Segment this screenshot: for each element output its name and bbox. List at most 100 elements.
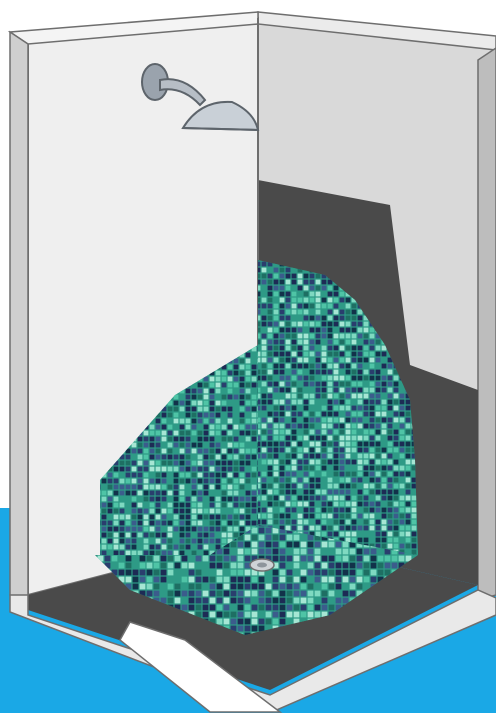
mosaic-tile — [350, 577, 356, 583]
mosaic-tile — [346, 304, 351, 309]
mosaic-tile — [382, 400, 387, 405]
mosaic-tile — [394, 520, 399, 525]
mosaic-tile — [162, 485, 167, 490]
mosaic-tile — [412, 490, 417, 495]
mosaic-tile — [162, 545, 167, 550]
mosaic-tile — [406, 430, 411, 435]
mosaic-tile — [156, 479, 161, 484]
mosaic-tile — [298, 346, 303, 351]
mosaic-tile — [138, 437, 143, 442]
mosaic-tile — [376, 424, 381, 429]
mosaic-tile — [162, 425, 167, 430]
mosaic-tile — [274, 382, 279, 387]
mosaic-tile — [394, 484, 399, 489]
mosaic-tile — [168, 527, 173, 532]
mosaic-tile — [280, 520, 285, 525]
mosaic-tile — [352, 526, 357, 531]
mosaic-tile — [346, 340, 351, 345]
mosaic-tile — [240, 455, 245, 460]
mosaic-tile — [266, 577, 272, 583]
mosaic-tile — [334, 478, 339, 483]
mosaic-tile — [322, 502, 327, 507]
mosaic-tile — [240, 497, 245, 502]
mosaic-tile — [310, 280, 315, 285]
mosaic-tile — [329, 605, 335, 611]
mosaic-tile — [334, 346, 339, 351]
mosaic-tile — [274, 370, 279, 375]
mosaic-tile — [406, 466, 411, 471]
mosaic-tile — [280, 556, 286, 562]
mosaic-tile — [406, 442, 411, 447]
mosaic-tile — [222, 371, 227, 376]
mosaic-tile — [286, 502, 291, 507]
mosaic-tile — [162, 509, 167, 514]
mosaic-tile — [268, 460, 273, 465]
mosaic-tile — [138, 449, 143, 454]
mosaic-tile — [203, 605, 209, 611]
mosaic-tile — [268, 334, 273, 339]
mosaic-tile — [336, 549, 342, 555]
mosaic-tile — [108, 479, 113, 484]
mosaic-tile — [322, 412, 327, 417]
mosaic-tile — [328, 292, 333, 297]
mosaic-tile — [162, 491, 167, 496]
mosaic-tile — [228, 449, 233, 454]
mosaic-tile — [370, 406, 375, 411]
mosaic-tile — [304, 412, 309, 417]
mosaic-tile — [292, 298, 297, 303]
mosaic-tile — [180, 431, 185, 436]
mosaic-tile — [216, 473, 221, 478]
mosaic-tile — [388, 496, 393, 501]
mosaic-tile — [132, 539, 137, 544]
mosaic-tile — [108, 551, 113, 556]
mosaic-tile — [286, 274, 291, 279]
mosaic-tile — [400, 442, 405, 447]
mosaic-tile — [400, 538, 405, 543]
mosaic-tile — [150, 551, 155, 556]
mosaic-tile — [216, 413, 221, 418]
mosaic-tile — [180, 533, 185, 538]
mosaic-tile — [287, 542, 293, 548]
mosaic-tile — [400, 478, 405, 483]
mosaic-tile — [240, 419, 245, 424]
mosaic-tile — [138, 491, 143, 496]
mosaic-tile — [340, 352, 345, 357]
mosaic-tile — [370, 358, 375, 363]
mosaic-tile — [268, 448, 273, 453]
mosaic-tile — [162, 497, 167, 502]
mosaic-tile — [370, 436, 375, 441]
mosaic-tile — [102, 485, 107, 490]
mosaic-tile — [174, 551, 179, 556]
mosaic-tile — [198, 407, 203, 412]
mosaic-tile — [102, 479, 107, 484]
mosaic-tile — [262, 502, 267, 507]
mosaic-tile — [161, 556, 167, 562]
mosaic-tile — [385, 563, 391, 569]
mosaic-tile — [162, 515, 167, 520]
mosaic-tile — [364, 460, 369, 465]
mosaic-tile — [292, 502, 297, 507]
mosaic-tile — [376, 394, 381, 399]
mosaic-tile — [238, 584, 244, 590]
mosaic-tile — [204, 521, 209, 526]
mosaic-tile — [234, 437, 239, 442]
mosaic-tile — [210, 431, 215, 436]
mosaic-tile — [340, 520, 345, 525]
mosaic-tile — [186, 401, 191, 406]
mosaic-tile — [204, 425, 209, 430]
mosaic-tile — [280, 570, 286, 576]
mosaic-tile — [144, 509, 149, 514]
mosaic-tile — [252, 449, 257, 454]
mosaic-tile — [382, 466, 387, 471]
mosaic-tile — [168, 437, 173, 442]
mosaic-tile — [252, 577, 258, 583]
mosaic-tile — [286, 310, 291, 315]
mosaic-tile — [310, 466, 315, 471]
mosaic-tile — [328, 418, 333, 423]
mosaic-tile — [168, 545, 173, 550]
mosaic-tile — [310, 286, 315, 291]
mosaic-tile — [329, 542, 335, 548]
mosaic-tile — [268, 292, 273, 297]
mosaic-tile — [224, 598, 230, 604]
mosaic-tile — [162, 473, 167, 478]
